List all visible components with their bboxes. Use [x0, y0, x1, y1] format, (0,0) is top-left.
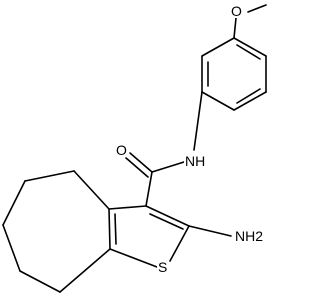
bond-carbonyl-c3 [145, 171, 153, 207]
cyclooctane-ring [2, 170, 111, 293]
methoxy-group [233, 4, 267, 39]
ring-bond-4 [201, 91, 235, 111]
amide-linkage [125, 91, 203, 207]
ring-double-bond-2 [236, 88, 261, 104]
thiophene-bond-c3-c2 [145, 205, 190, 227]
bond-c2-nh2 [188, 225, 232, 237]
octane-bond-5 [19, 270, 61, 293]
thiophene-double-bond-c2c3 [149, 213, 184, 230]
thiophene-ring [108, 205, 190, 268]
carbonyl-oxygen-label: O [115, 142, 128, 158]
structure-canvas: O O NH S NH2 [2, 3, 267, 293]
octane-bond-4 [2, 224, 21, 272]
molecule-drawing [2, 4, 267, 293]
methoxy-oxygen-label: O [230, 3, 243, 19]
thiophene-bond-c2-s [169, 225, 190, 262]
bond-carbonyl-o-2 [125, 157, 149, 178]
ring-double-bond-1 [236, 44, 261, 60]
ring-sulfur-label: S [157, 259, 169, 275]
bond-carbonyl-o-1 [129, 152, 153, 173]
thiophene-bond-c3a-c3 [108, 205, 147, 210]
octane-bond-6 [59, 248, 111, 293]
octane-bond-1 [73, 170, 110, 210]
octane-bond-2 [24, 170, 75, 182]
methoxyphenyl-ring [201, 37, 267, 111]
ring-bond-3 [233, 91, 267, 111]
ring-bond-1 [233, 37, 267, 57]
amino-substituent [188, 225, 232, 237]
bond-o-aryl [233, 17, 237, 39]
bond-n-carbonyl [151, 161, 185, 173]
octane-bond-3 [2, 180, 26, 226]
bond-methyl-o [247, 4, 267, 13]
thiophene-double-bond-c3ac7a [114, 213, 117, 245]
bond-aryl-n [193, 91, 203, 151]
thiophene-bond-c7a-c3a [108, 208, 111, 250]
amino-group-label: NH2 [234, 228, 265, 244]
amide-nitrogen-label: NH [184, 153, 207, 169]
thiophene-bond-s-c7a [109, 248, 158, 268]
ring-bond-6 [201, 37, 235, 57]
